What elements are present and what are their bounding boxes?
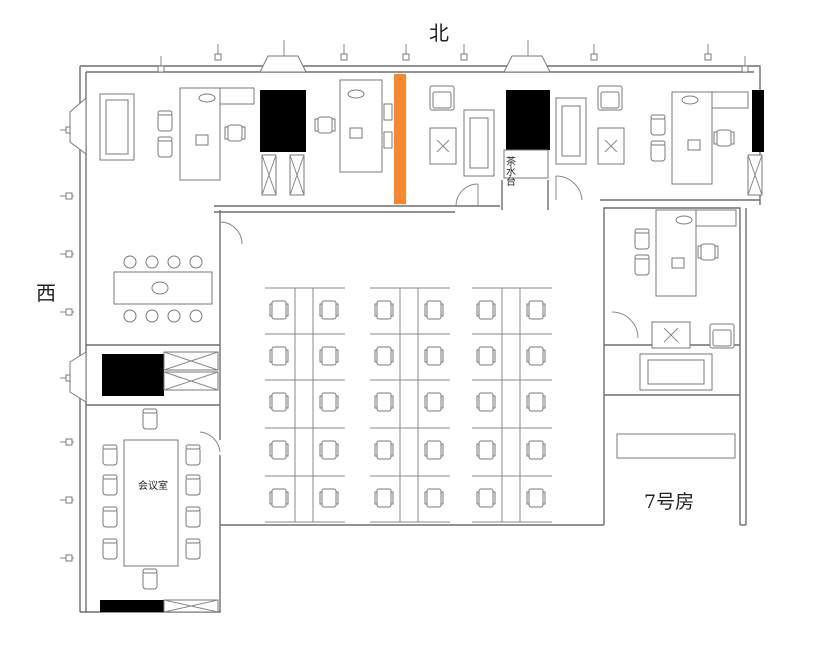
solid-blocks	[100, 90, 764, 612]
west-window-posts	[59, 126, 75, 562]
workstation-chair	[528, 488, 544, 508]
workstation-chair	[376, 440, 392, 460]
office-north-2	[314, 79, 393, 173]
small-meeting-area	[113, 221, 243, 323]
workstation-chair	[426, 440, 442, 460]
workstation-chair	[426, 300, 442, 320]
workstation-chair	[271, 300, 287, 320]
lounge-northeast	[555, 85, 625, 201]
workstation-chair	[321, 440, 337, 460]
lounge-north	[429, 85, 495, 207]
office-northwest	[99, 87, 255, 181]
workstation-chair	[271, 392, 287, 412]
workstation-chair	[426, 488, 442, 508]
office-east	[611, 209, 737, 459]
workstation-chair	[528, 392, 544, 412]
room-name-label: 7号房	[644, 491, 694, 513]
workstation-chair	[321, 300, 337, 320]
workstation-chair	[376, 392, 392, 412]
workstation-chair	[426, 392, 442, 412]
workstation-chair	[528, 346, 544, 366]
west-label: 西	[36, 281, 56, 305]
workstation-chair	[376, 346, 392, 366]
workstation-chair	[478, 346, 494, 366]
meeting-room-label: 会议室	[138, 479, 168, 492]
workstation-chair	[271, 440, 287, 460]
north-window-posts	[157, 43, 749, 73]
workstation-chair	[321, 346, 337, 366]
workstation-chair	[478, 488, 494, 508]
workstation-chair	[271, 346, 287, 366]
workstation-grid	[265, 287, 552, 523]
columns	[69, 40, 551, 403]
workstation-chair	[271, 488, 287, 508]
workstation-chair	[376, 300, 392, 320]
meeting-room	[102, 408, 221, 590]
workstation-chair	[478, 440, 494, 460]
cabinets	[163, 149, 763, 613]
workstation-chair	[478, 300, 494, 320]
workstation-chair	[478, 392, 494, 412]
workstation-chair	[528, 440, 544, 460]
highlighted-partition	[394, 74, 406, 204]
workstation-chair	[376, 488, 392, 508]
workstation-chair	[321, 488, 337, 508]
north-label: 北	[429, 21, 449, 45]
workstation-chair	[321, 392, 337, 412]
workstation-chair	[426, 346, 442, 366]
tea-station-label: 茶水台	[504, 155, 516, 187]
office-northeast	[650, 91, 749, 185]
workstation-chair	[528, 300, 544, 320]
